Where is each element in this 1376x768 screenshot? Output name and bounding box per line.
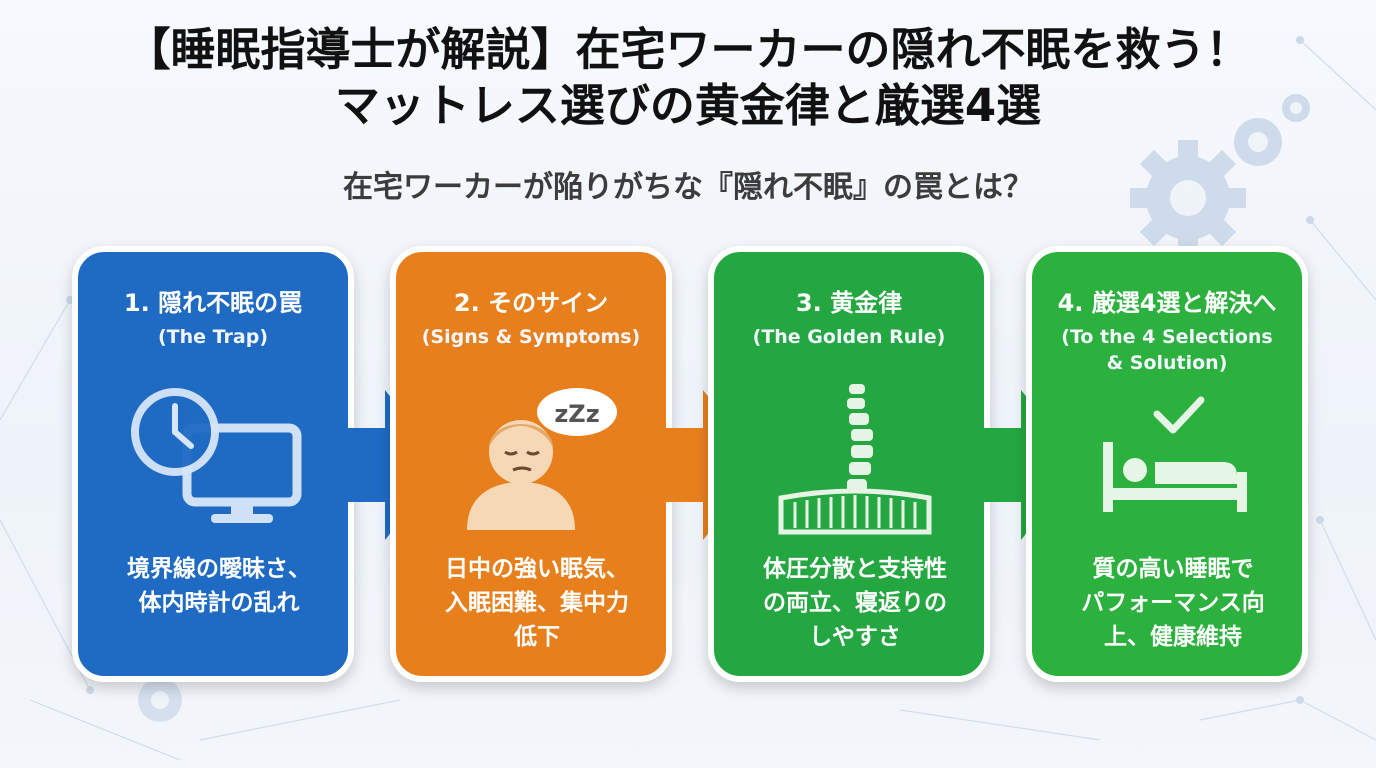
page-title: 【睡眠指導士が解説】在宅ワーカーの隠れ不眠を救う！ マットレス選びの黄金律と厳選… bbox=[0, 22, 1376, 134]
step-3-desc-line-2: の両立、寝返りの bbox=[763, 590, 947, 616]
step-3-subtitle: (The Golden Rule) bbox=[752, 326, 946, 348]
step-1-desc-line-2: 体内時計の乱れ bbox=[138, 590, 300, 616]
step-4-desc-line-2: パフォーマンス向 bbox=[1081, 590, 1265, 616]
step-4-description: 質の高い睡眠で パフォーマンス向 上、健康維持 bbox=[1042, 552, 1304, 654]
step-1-description: 境界線の曖昧さ、 体内時計の乱れ bbox=[88, 552, 350, 620]
step-3-desc-line-3: しやすさ bbox=[809, 624, 901, 650]
checkmark-icon bbox=[1153, 396, 1205, 434]
step-4-subtitle-line-1: (To the 4 Selections bbox=[1061, 326, 1273, 348]
step-4-subtitle: (To the 4 Selections & Solution) bbox=[1032, 324, 1302, 376]
step-3-description: 体圧分散と支持性 の両立、寝返りの しやすさ bbox=[724, 552, 986, 654]
step-1-desc-line-1: 境界線の曖昧さ、 bbox=[127, 556, 311, 582]
step-4-desc-line-1: 質の高い睡眠で bbox=[1092, 556, 1254, 582]
step-2-desc-line-2: 入眠困難、集中力 bbox=[445, 590, 629, 616]
sleepy-person-icon: zZz bbox=[467, 388, 617, 530]
step-1-title: 1. 隠れ不眠の罠 bbox=[123, 289, 303, 317]
step-card-4: 4. 厳選4選と解決へ (To the 4 Selections & Solut… bbox=[1026, 246, 1308, 682]
clock-monitor-icon bbox=[131, 388, 302, 523]
title-line-1: 【睡眠指導士が解説】在宅ワーカーの隠れ不眠を救う！ bbox=[125, 23, 1251, 76]
step-2-desc-line-1: 日中の強い眠気、 bbox=[445, 556, 629, 582]
step-4-title: 4. 厳選4選と解決へ bbox=[1057, 289, 1277, 317]
title-line-2: マットレス選びの黄金律と厳選4選 bbox=[334, 79, 1042, 132]
step-2-title: 2. そのサイン bbox=[453, 289, 609, 317]
step-2-description: 日中の強い眠気、 入眠困難、集中力 低下 bbox=[406, 552, 668, 654]
bed-check-icon bbox=[1103, 396, 1247, 512]
thought-bubble-icon: zZz bbox=[527, 388, 617, 458]
zzz-text: zZz bbox=[554, 400, 599, 428]
step-3-desc-line-1: 体圧分散と支持性 bbox=[763, 556, 947, 582]
step-1-subtitle: (The Trap) bbox=[157, 326, 269, 348]
step-4-desc-line-3: 上、健康維持 bbox=[1104, 624, 1242, 650]
step-2-desc-line-3: 低下 bbox=[514, 624, 560, 650]
step-card-3: 3. 黄金律 (The Golden Rule) 体圧分散と支持性 の両立、寝返… bbox=[708, 246, 990, 682]
step-4-subtitle-line-2: & Solution) bbox=[1106, 352, 1228, 374]
spine-mattress-icon bbox=[778, 384, 932, 535]
step-card-1: 1. 隠れ不眠の罠 (The Trap) 境界線の曖昧さ、 体内時計の乱れ bbox=[72, 246, 354, 682]
step-card-2: 2. そのサイン (Signs & Symptoms) zZz 日中の強い眠気、… bbox=[390, 246, 672, 682]
step-3-title: 3. 黄金律 bbox=[795, 289, 903, 317]
page-subtitle: 在宅ワーカーが陥りがちな『隠れ不眠』の罠とは？ bbox=[343, 170, 1033, 205]
step-2-subtitle: (Signs & Symptoms) bbox=[421, 326, 641, 348]
